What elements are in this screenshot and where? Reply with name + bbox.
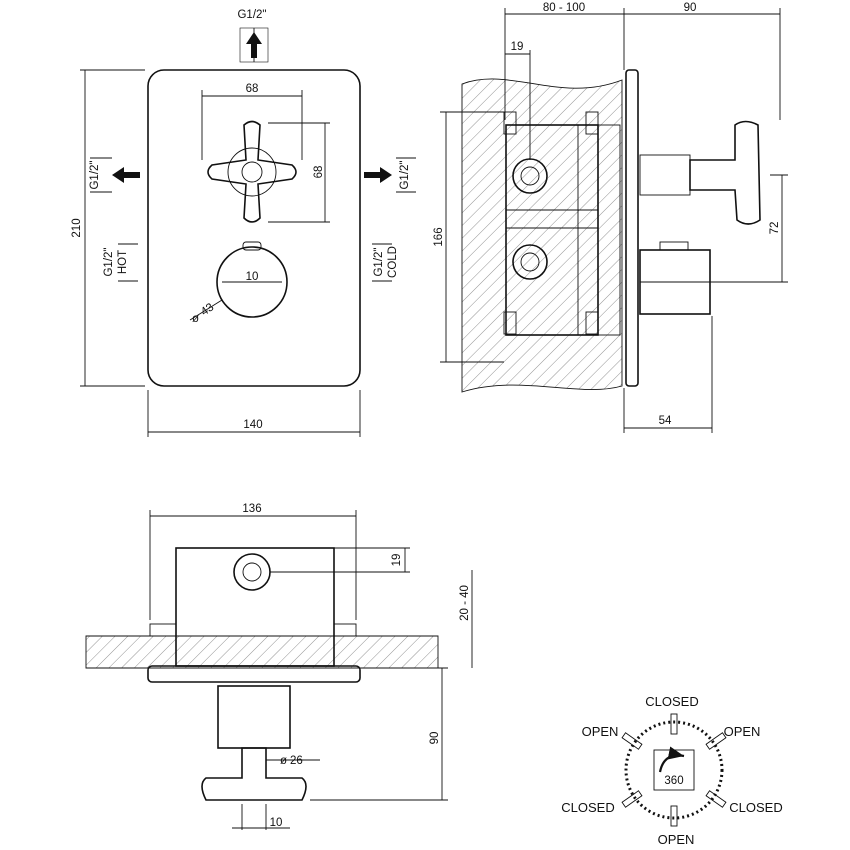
top-inlet-offset-dim: 19 (391, 554, 403, 567)
cover-plate-top (147, 665, 361, 683)
lower-inlet (512, 244, 548, 280)
rotation-angle: 360 (664, 775, 683, 787)
top-wall-range-dim: 20 - 40 (459, 585, 471, 621)
cross-handle-side (689, 120, 761, 225)
right-outlet-arrow (364, 167, 392, 183)
top-handle-diameter-dim: 26 (290, 755, 303, 767)
plate-width-dim: 140 (243, 419, 262, 431)
front-view: G1/2" 68 68 G1/2" G1/2" G1/2" HOT (71, 9, 416, 437)
top-box-width-dim: 136 (242, 503, 261, 515)
diameter-symbol: ø (192, 313, 199, 325)
rotation-diagram: 360 CLOSED OPEN OPEN CLOSED CLOSED OPEN (561, 694, 782, 847)
wall-section-top (85, 635, 439, 669)
cross-handle-top (201, 747, 307, 801)
cover-plate (147, 69, 361, 387)
left-outlet-arrow (112, 167, 140, 183)
top-projection-dim: 90 (429, 732, 441, 745)
diameter-symbol-top: ø (280, 755, 287, 767)
top-inlet (233, 553, 271, 591)
cross-handle (207, 120, 297, 223)
side-view: 80 - 100 90 19 166 72 54 (433, 2, 788, 433)
side-box-height-dim: 166 (433, 227, 445, 246)
rotation-arrow-icon (658, 746, 685, 773)
wall-section (461, 78, 623, 393)
hot-inlet-label: G1/2" (103, 247, 115, 276)
side-handle-offset-dim: 72 (769, 222, 781, 235)
top-outlet-arrow (239, 27, 269, 63)
rotation-bottom-label: OPEN (658, 832, 695, 847)
knob-inner-dim: 10 (246, 271, 259, 283)
top-handle-width-dim: 10 (270, 817, 283, 829)
top-inlet-label: G1/2" (237, 9, 266, 21)
rotation-upper-left-label: OPEN (582, 724, 619, 739)
rotation-upper-right-label: OPEN (724, 724, 761, 739)
knob-top (217, 685, 291, 749)
handle-width-dim: 68 (246, 83, 259, 95)
rotation-top-label: CLOSED (645, 694, 698, 709)
left-outlet-label: G1/2" (89, 160, 101, 189)
top-view: 136 19 20 - 40 90 ø 26 10 (85, 503, 473, 830)
cold-label: COLD (387, 246, 399, 278)
hot-label: HOT (117, 250, 129, 274)
rotation-dial (624, 720, 724, 820)
cold-inlet-label: G1/2" (373, 247, 385, 276)
right-outlet-label: G1/2" (399, 160, 411, 189)
rotation-lower-left-label: CLOSED (561, 800, 614, 815)
handle-shaft (639, 154, 691, 196)
side-projection-dim: 90 (684, 2, 697, 14)
knob-diameter-dim: 43 (199, 301, 216, 318)
rotation-lower-right-label: CLOSED (729, 800, 782, 815)
side-knob-projection-dim: 54 (659, 415, 672, 427)
side-inlet-offset-dim: 19 (511, 41, 524, 53)
temperature-knob (216, 241, 288, 318)
handle-height-dim: 68 (313, 166, 325, 179)
plate-height-dim: 210 (71, 218, 83, 237)
side-depth-dim: 80 - 100 (543, 2, 585, 14)
cover-plate-side (625, 69, 639, 387)
